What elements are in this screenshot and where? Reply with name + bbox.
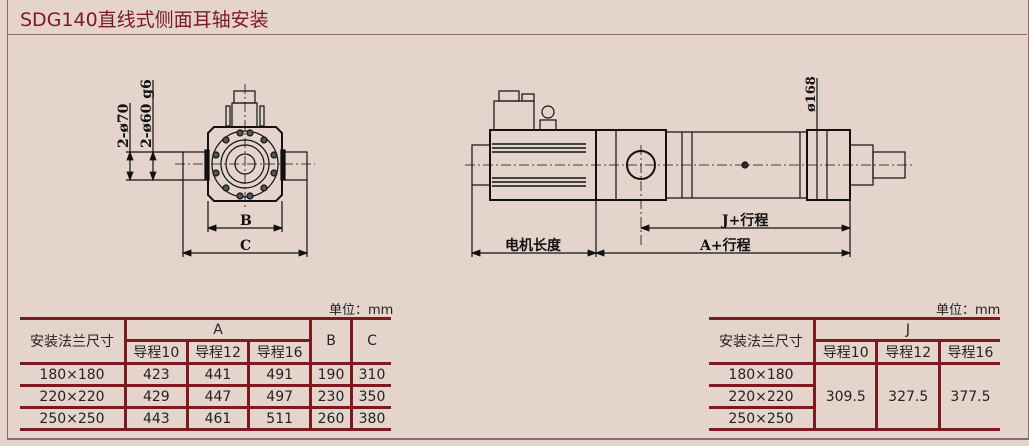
cell: 190 bbox=[309, 362, 353, 387]
header-c: C bbox=[350, 317, 391, 365]
cell-size: 180×180 bbox=[20, 362, 127, 387]
cell: 429 bbox=[124, 384, 189, 409]
cell-size: 180×180 bbox=[709, 362, 816, 387]
dim-c-label: C bbox=[240, 238, 251, 254]
cell: 447 bbox=[185, 384, 251, 409]
dim-a-label: A+行程 bbox=[699, 237, 751, 254]
header-a: A bbox=[124, 317, 312, 342]
page-title: SDG140直线式侧面耳轴安装 bbox=[20, 9, 269, 31]
sub-header: 导程16 bbox=[247, 339, 312, 365]
cell: 491 bbox=[247, 362, 312, 387]
dim-motor-label: 电机长度 bbox=[505, 237, 562, 254]
front-view bbox=[126, 80, 315, 257]
cell: 511 bbox=[247, 406, 312, 431]
sub-header: 导程12 bbox=[185, 339, 251, 365]
table-row: 220×220 bbox=[709, 384, 1000, 409]
dim-d168-label: ø168 bbox=[804, 76, 819, 112]
cell: 350 bbox=[350, 384, 391, 409]
dim-j-label: J+行程 bbox=[720, 212, 768, 229]
cell: 260 bbox=[309, 406, 353, 431]
side-view bbox=[465, 78, 915, 257]
title-divider bbox=[7, 34, 1027, 35]
header-flange: 安装法兰尺寸 bbox=[20, 317, 127, 365]
unit-label-a: 单位：mm bbox=[329, 303, 394, 318]
table-row: 250×250 bbox=[709, 406, 1000, 431]
cell: 310 bbox=[350, 362, 391, 387]
header-b: B bbox=[309, 317, 353, 365]
dim-b-label: B bbox=[240, 213, 252, 229]
cell-size: 250×250 bbox=[709, 406, 816, 431]
cell: 377.5 bbox=[937, 362, 1000, 431]
unit-label-j: 单位：mm bbox=[936, 303, 1001, 318]
cell: 497 bbox=[247, 384, 312, 409]
cell: 423 bbox=[124, 362, 189, 387]
sub-header: 导程16 bbox=[937, 339, 1000, 365]
dim-d60-label: 2-ø60 g6 bbox=[139, 79, 155, 148]
sub-header: 导程10 bbox=[124, 339, 189, 365]
cell-size: 220×220 bbox=[20, 384, 127, 409]
cell: 461 bbox=[185, 406, 251, 431]
cell: 327.5 bbox=[875, 362, 941, 431]
cell-size: 250×250 bbox=[20, 406, 127, 431]
dim-d70-label: 2-ø70 bbox=[116, 103, 132, 148]
technical-drawing: 2-ø70 2-ø60 g6 B C ø168 J+行程 A+行程 电机长度 bbox=[116, 76, 915, 257]
cell: 230 bbox=[309, 384, 353, 409]
cell-size: 220×220 bbox=[709, 384, 816, 409]
cell: 441 bbox=[185, 362, 251, 387]
header-flange: 安装法兰尺寸 bbox=[709, 317, 816, 365]
cell: 309.5 bbox=[812, 362, 879, 431]
table-row: 180×180 309.5 327.5 377.5 bbox=[709, 362, 1000, 431]
header-j: J bbox=[813, 317, 1000, 342]
dimension-table-j: 安装法兰尺寸 J 导程10 导程12 导程16 180×180 309.5 32… bbox=[709, 317, 1000, 431]
cell: 380 bbox=[350, 406, 391, 431]
sub-header: 导程12 bbox=[875, 339, 941, 365]
cell: 443 bbox=[124, 406, 189, 431]
sub-header: 导程10 bbox=[812, 339, 879, 365]
